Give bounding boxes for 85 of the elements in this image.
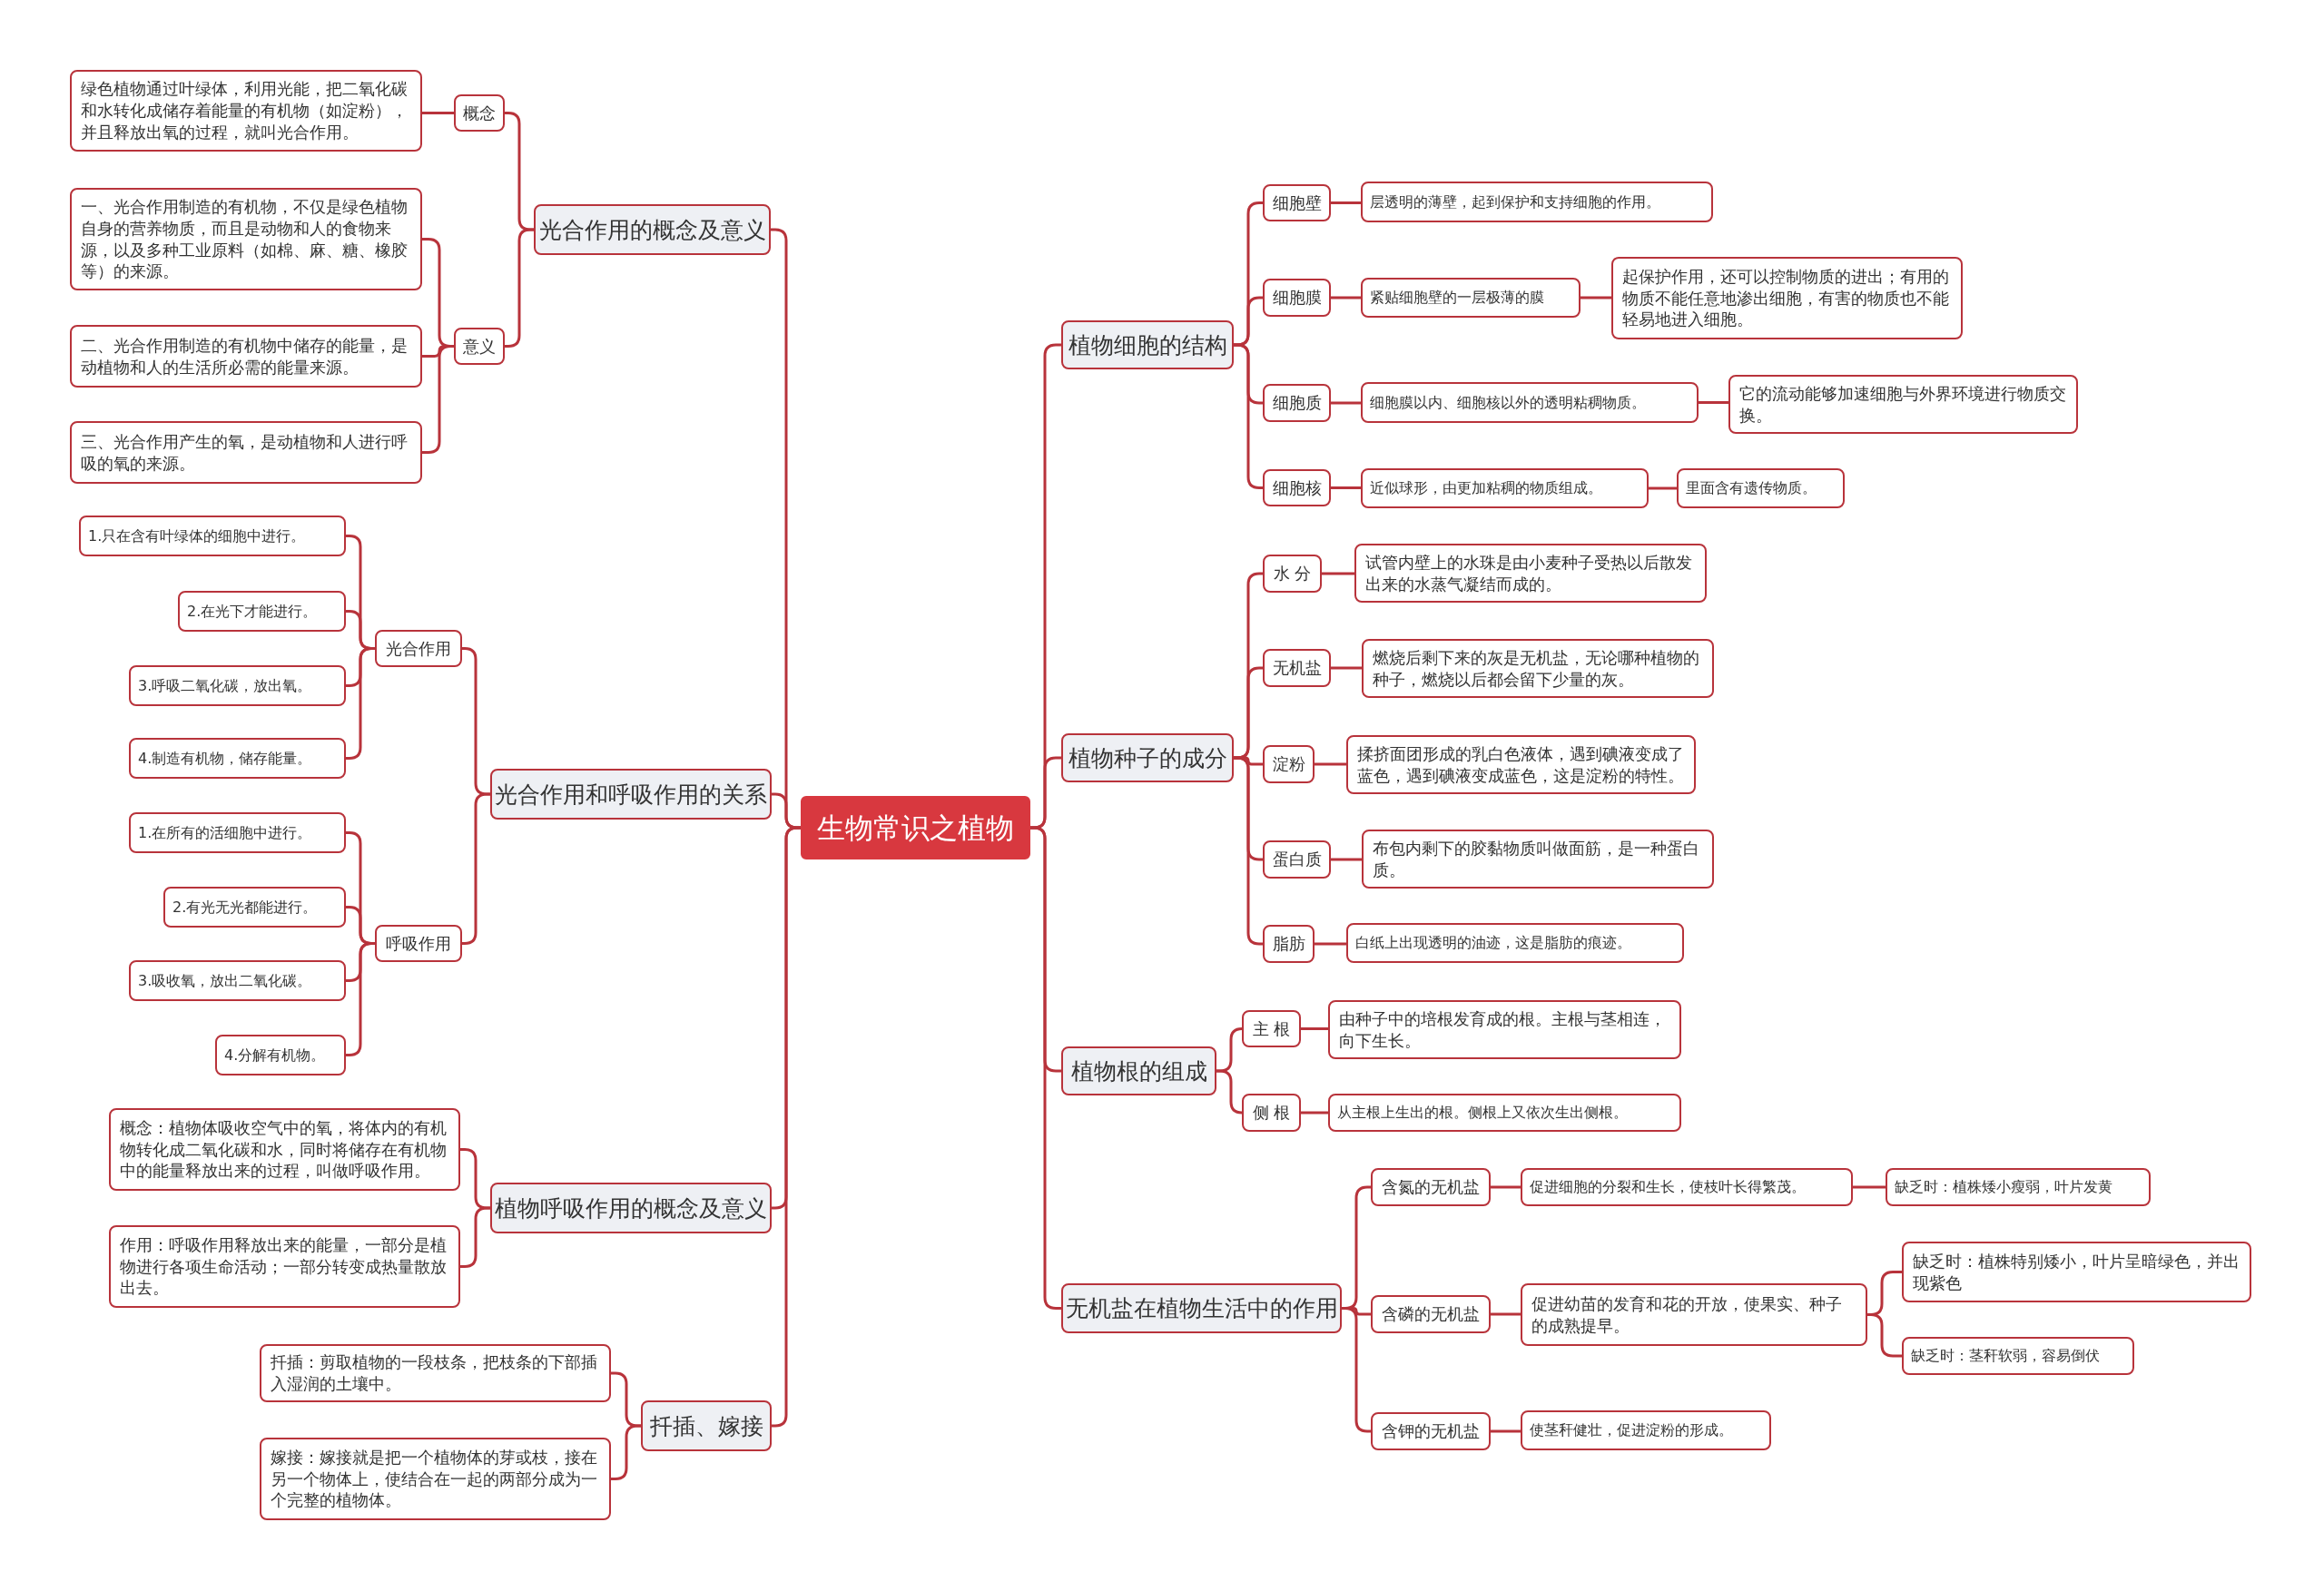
connector-line (422, 112, 454, 114)
branch-topic-box: 植物根的组成 (1061, 1046, 1216, 1095)
topic-box: 缺乏时：植株特别矮小，叶片呈暗绿色，并出现紫色 (1902, 1242, 2251, 1302)
topic-box: 布包内剩下的胶黏物质叫做面筋，是一种蛋白质。 (1362, 830, 1714, 889)
topic-box: 嫁接：嫁接就是把一个植物体的芽或枝，接在另一个物体上，使结合在一起的两部分成为一个完整的植物体。 (260, 1438, 611, 1520)
topic-box: 淀粉 (1263, 745, 1315, 783)
connector-line (1491, 1185, 1521, 1189)
topic-box: 燃烧后剩下来的灰是无机盐，无论哪种植物的种子，燃烧以后都会留下少量的灰。 (1362, 639, 1714, 698)
connector-line (1491, 1429, 1521, 1433)
topic-box: 1.只在含有叶绿体的细胞中进行。 (79, 516, 346, 556)
topic-box: 意义 (454, 328, 505, 365)
topic-box: 含氮的无机盐 (1371, 1168, 1491, 1206)
connector-line (1699, 401, 1728, 404)
topic-box: 作用：呼吸作用释放出来的能量，一部分是植物进行各项生命活动；一部分转变成热量散放出去。 (109, 1225, 460, 1308)
connector-line (1322, 572, 1354, 575)
connector-line (1315, 942, 1346, 946)
topic-box: 呼吸作用 (375, 925, 462, 962)
topic-box: 2.有光无光都能进行。 (163, 887, 346, 928)
branch-topic-box: 无机盐在植物生活中的作用 (1061, 1283, 1342, 1333)
topic-box: 4.制造有机物，储存能量。 (129, 738, 346, 779)
branch-topic-box: 光合作用和呼吸作用的关系 (490, 769, 772, 820)
topic-box: 无机盐 (1263, 649, 1331, 687)
topic-box: 概念 (454, 94, 505, 132)
topic-box: 白纸上出现透明的油迹，这是脂肪的痕迹。 (1346, 923, 1684, 963)
topic-box: 侧 根 (1242, 1094, 1301, 1132)
topic-box: 缺乏时：植株矮小瘦弱，叶片发黄 (1886, 1168, 2151, 1206)
topic-box: 扦插：剪取植物的一段枝条，把枝条的下部插入湿润的土壤中。 (260, 1344, 611, 1402)
connector-line (1216, 1069, 1244, 1115)
topic-box: 三、光合作用产生的氧，是动植物和人进行呼吸的氧的来源。 (70, 421, 422, 484)
connector-line (1331, 486, 1361, 489)
topic-box: 细胞膜 (1263, 279, 1331, 317)
topic-box: 促进幼苗的发育和花的开放，使果实、种子的成熟提早。 (1521, 1283, 1867, 1346)
topic-box: 含钾的无机盐 (1371, 1412, 1491, 1450)
topic-box: 促进细胞的分裂和生长，使枝叶长得繁茂。 (1521, 1168, 1853, 1206)
topic-box: 里面含有遗传物质。 (1677, 468, 1845, 508)
branch-topic-box: 植物种子的成分 (1061, 733, 1234, 782)
topic-box: 2.在光下才能进行。 (178, 591, 346, 632)
topic-box: 一、光合作用制造的有机物，不仅是绿色植物自身的营养物质，而且是动物和人的食物来源，以及多种工业原料（如棉、麻、糖、橡胶等）的来源。 (70, 188, 422, 290)
topic-box: 脂肪 (1263, 925, 1315, 963)
topic-box: 紧贴细胞壁的一层极薄的膜 (1361, 278, 1581, 318)
topic-box: 它的流动能够加速细胞与外界环境进行物质交换。 (1728, 375, 2078, 434)
topic-box: 缺乏时：茎秆软弱，容易倒伏 (1902, 1337, 2134, 1375)
branch-topic-box: 植物呼吸作用的概念及意义 (490, 1183, 772, 1233)
connector-line (1331, 201, 1361, 204)
connector-line (505, 228, 534, 348)
topic-box: 试管内壁上的水珠是由小麦种子受热以后散发出来的水蒸气凝结而成的。 (1354, 544, 1707, 603)
branch-topic-box: 光合作用的概念及意义 (534, 204, 771, 255)
connector-line (1581, 296, 1611, 300)
topic-box: 二、光合作用制造的有机物中储存的能量，是动植物和人的生活所必需的能量来源。 (70, 325, 422, 388)
topic-box: 揉挤面团形成的乳白色液体，遇到碘液变成了蓝色，遇到碘液变成蓝色，这是淀粉的特性。 (1346, 735, 1696, 794)
connector-line (1853, 1185, 1886, 1189)
topic-box: 由种子中的培根发育成的根。主根与茎相连，向下生长。 (1328, 1000, 1681, 1059)
connector-line (1331, 296, 1361, 300)
topic-box: 使茎秆健壮，促进淀粉的形成。 (1521, 1410, 1771, 1450)
topic-box: 层透明的薄壁，起到保护和支持细胞的作用。 (1361, 182, 1713, 222)
topic-box: 细胞质 (1263, 384, 1331, 422)
topic-box: 细胞核 (1263, 469, 1331, 506)
connector-line (1301, 1111, 1328, 1115)
connector-line (1331, 858, 1362, 861)
topic-box: 光合作用 (375, 630, 462, 667)
topic-box: 主 根 (1242, 1010, 1301, 1047)
topic-box: 4.分解有机物。 (215, 1035, 346, 1075)
topic-box: 近似球形，由更加粘稠的物质组成。 (1361, 468, 1649, 508)
central-topic-box: 生物常识之植物 (801, 796, 1030, 859)
connector-line (1331, 401, 1361, 405)
topic-box: 起保护作用，还可以控制物质的进出；有用的物质不能任意地渗出细胞，有害的物质也不能轻易地进入细胞。 (1611, 257, 1963, 339)
topic-box: 3.吸收氧，放出二氧化碳。 (129, 960, 346, 1001)
connector-line (1029, 826, 1061, 1310)
topic-box: 含磷的无机盐 (1371, 1295, 1491, 1333)
branch-topic-box: 植物细胞的结构 (1061, 320, 1234, 369)
branch-topic-box: 扦插、嫁接 (641, 1400, 772, 1451)
topic-box: 蛋白质 (1263, 840, 1331, 879)
connector-line (1491, 1312, 1521, 1316)
connector-line (1315, 762, 1346, 766)
topic-box: 细胞壁 (1263, 184, 1331, 221)
connector-line (1649, 486, 1677, 490)
topic-box: 从主根上生出的根。侧根上又依次生出侧根。 (1328, 1094, 1681, 1132)
topic-box: 概念：植物体吸收空气中的氧，将体内的有机物转化成二氧化碳和水，同时将储存在有机物中的能量释放出来的过程，叫做呼吸作用。 (109, 1108, 460, 1191)
connector-line (1301, 1027, 1328, 1030)
topic-box: 绿色植物通过叶绿体，利用光能，把二氧化碳和水转化成储存着能量的有机物（如淀粉），并且释放出氧的过程，就叫光合作用。 (70, 70, 422, 152)
topic-box: 细胞膜以内、细胞核以外的透明粘稠物质。 (1361, 382, 1699, 423)
topic-box: 1.在所有的活细胞中进行。 (129, 812, 346, 853)
topic-box: 3.呼吸二氧化碳，放出氧。 (129, 665, 346, 706)
topic-box: 水 分 (1263, 555, 1322, 593)
connector-line (1331, 666, 1362, 670)
